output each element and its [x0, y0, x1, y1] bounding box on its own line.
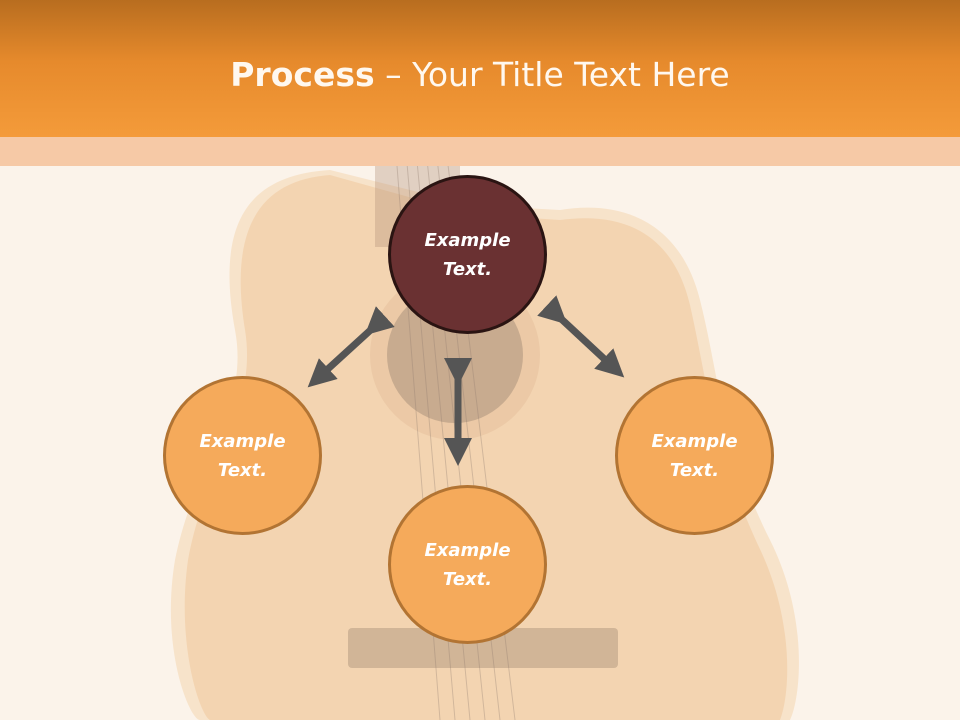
process-node-top[interactable]: Example Text.	[388, 175, 547, 334]
title-underline-strip	[0, 137, 960, 166]
process-node-top-label: Example Text.	[424, 229, 511, 280]
process-node-left-label: Example Text.	[199, 430, 286, 481]
arrow-top-left	[307, 306, 395, 388]
process-node-right[interactable]: Example Text.	[615, 376, 774, 535]
process-node-bottom[interactable]: Example Text.	[388, 485, 547, 644]
process-node-right-label: Example Text.	[651, 430, 738, 481]
title-bar	[0, 0, 960, 137]
slide-title[interactable]: Process – Your Title Text Here	[0, 54, 960, 96]
process-node-left[interactable]: Example Text.	[163, 376, 322, 535]
slide-title-rest: – Your Title Text Here	[374, 55, 730, 94]
slide-title-bold: Process	[230, 55, 375, 94]
process-node-bottom-label: Example Text.	[424, 539, 511, 590]
arrow-top-right	[537, 295, 625, 378]
